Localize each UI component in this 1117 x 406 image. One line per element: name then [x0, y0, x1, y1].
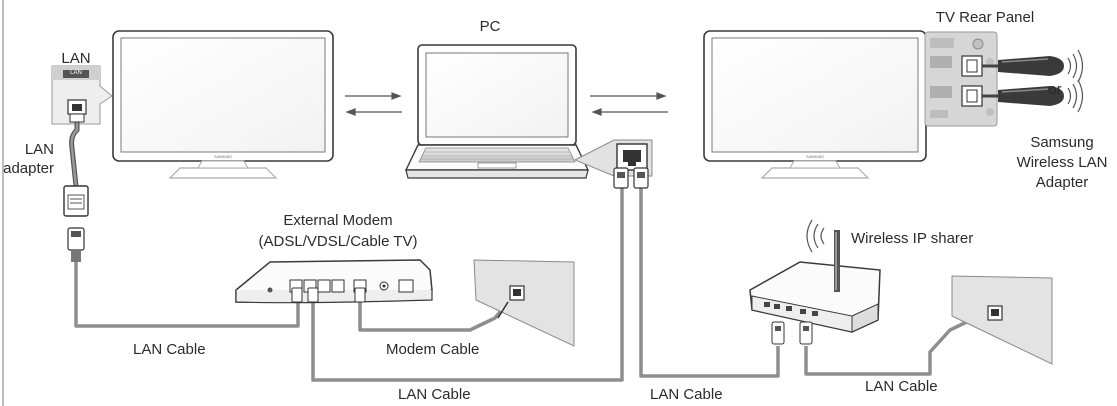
external-modem — [235, 259, 433, 304]
modem-cable — [358, 298, 512, 332]
lan-cable-left-label: LAN Cable — [133, 341, 206, 358]
tv-right: SAMSUNG — [703, 30, 927, 179]
laptop-pc — [404, 44, 590, 179]
or-label: or — [1048, 81, 1062, 98]
modem-label-line2: (ADSL/VDSL/Cable TV) — [258, 233, 418, 250]
tv-left: SAMSUNG — [112, 30, 334, 179]
svg-text:SAMSUNG: SAMSUNG — [806, 155, 824, 159]
wall-jack-right — [951, 275, 1053, 365]
wireless-router — [749, 219, 881, 345]
lan-port-label: LAN — [61, 50, 91, 67]
lan-adapter-label-line1: LAN — [24, 141, 54, 158]
tv-rear-panel-label: TV Rear Panel — [935, 9, 1035, 26]
lan-adapter — [63, 113, 89, 262]
lan-cable-left — [74, 262, 300, 328]
lan-port-callout — [51, 65, 113, 125]
modem-label-line1: External Modem — [283, 212, 393, 229]
wireless-ip-sharer-label: Wireless IP sharer — [851, 230, 974, 247]
samsung-adapter-label-line3: Adapter — [1035, 174, 1089, 191]
svg-text:SAMSUNG: SAMSUNG — [214, 155, 232, 159]
lan-cable-right-label: LAN Cable — [865, 378, 938, 395]
lan-cable-bottom-label: LAN Cable — [398, 386, 471, 403]
lan-cable-bottom — [311, 188, 624, 382]
arrows — [345, 92, 668, 116]
wall-jack-left — [473, 259, 575, 347]
lan-adapter-label-line2: adapter — [3, 160, 54, 177]
lan-cable-mid-label: LAN Cable — [650, 386, 723, 403]
cables — [74, 188, 976, 382]
pc-lan-port-callout — [573, 139, 653, 189]
modem-cable-label: Modem Cable — [386, 341, 480, 358]
samsung-adapter-label-line1: Samsung — [1030, 134, 1094, 151]
tv-rear-panel — [924, 31, 998, 127]
wireless-lan-adapters — [982, 49, 1084, 113]
lan-cable-mid — [639, 188, 780, 378]
lan-cable-right — [804, 316, 976, 376]
pc-label: PC — [479, 18, 501, 35]
samsung-adapter-label-line2: Wireless LAN — [1016, 154, 1108, 171]
lan-port-tag: LAN — [70, 70, 82, 76]
